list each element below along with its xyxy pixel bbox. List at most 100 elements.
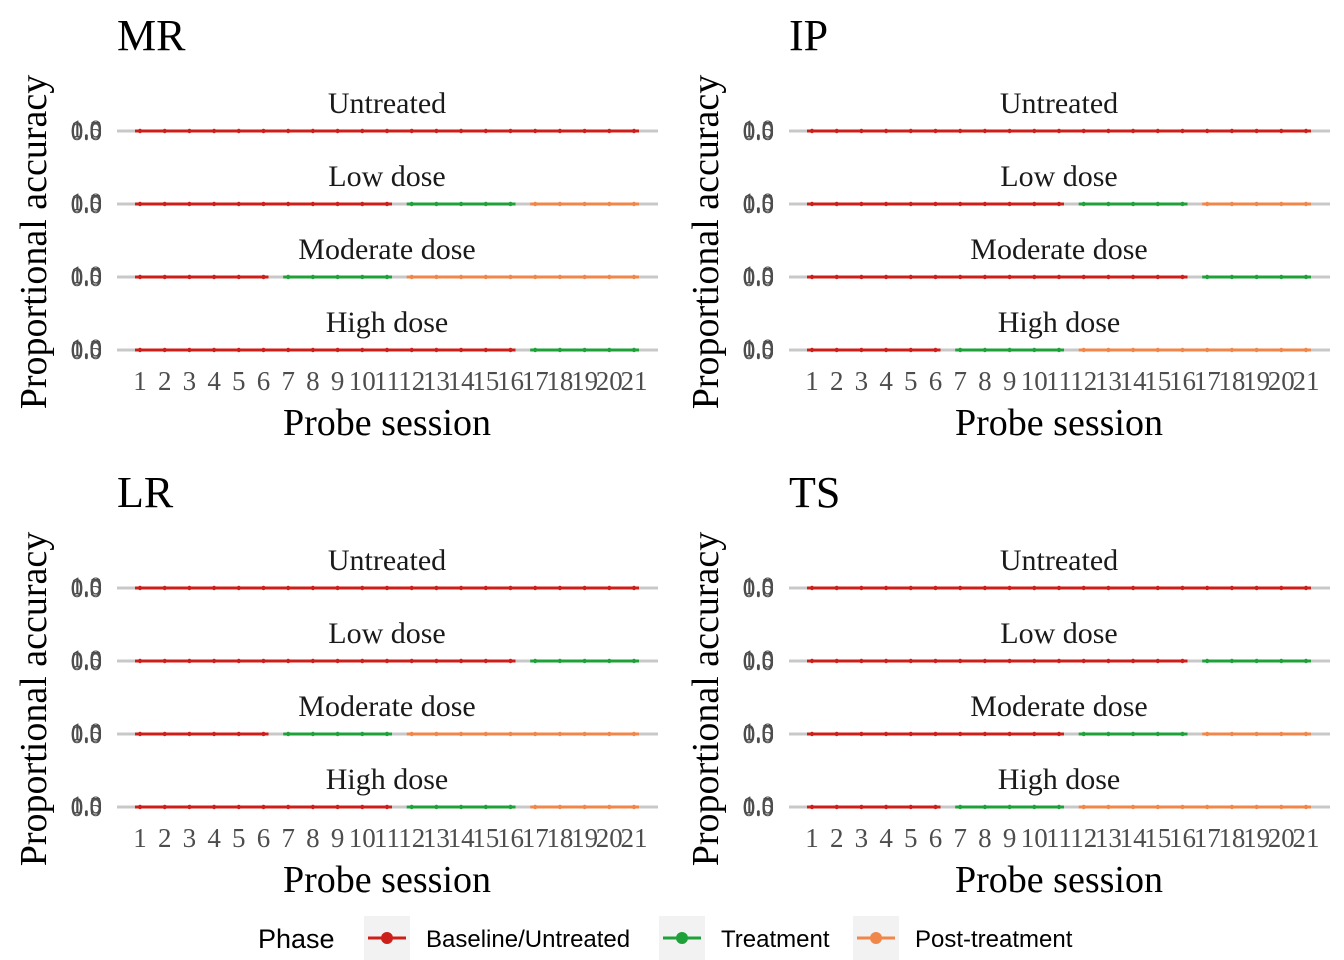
data-point (958, 731, 963, 737)
data-point (409, 274, 414, 280)
data-point (310, 585, 316, 591)
data-point (1180, 128, 1185, 134)
data-point (1106, 128, 1111, 134)
y-tick-label: 1.0 (71, 189, 102, 216)
x-tick-label: 7 (953, 366, 967, 396)
data-point (883, 201, 889, 207)
legend-key-marker (676, 932, 688, 944)
y-tick-label: 1.0 (743, 189, 774, 216)
data-point (631, 731, 637, 737)
data-point (137, 347, 143, 353)
data-point (1155, 658, 1160, 664)
data-point (1303, 804, 1309, 810)
data-point (137, 731, 143, 737)
y-axis-label: Proportional accuracy (685, 532, 727, 866)
data-point (809, 658, 815, 664)
data-point (508, 347, 513, 353)
x-tick-label: 18 (546, 823, 573, 853)
data-point (137, 274, 143, 280)
y-tick-label: 1.0 (71, 646, 102, 673)
data-point (236, 804, 241, 810)
x-tick-label: 19 (571, 823, 598, 853)
data-point (236, 128, 241, 134)
data-point (933, 804, 938, 810)
data-point (434, 585, 439, 591)
data-point (1205, 804, 1210, 810)
y-tick-label: 0.0 (71, 649, 102, 676)
data-point (809, 804, 815, 810)
data-point (162, 274, 167, 280)
x-tick-label: 10 (1021, 366, 1048, 396)
data-point (1229, 274, 1235, 280)
facet-label-moderate-dose: Moderate dose (298, 690, 475, 723)
x-tick-label: 13 (423, 823, 450, 853)
data-point (458, 347, 464, 353)
facet-label-low-dose: Low dose (328, 160, 445, 193)
data-point (261, 804, 266, 810)
data-point (933, 658, 938, 664)
data-point (286, 274, 291, 280)
panel-title-ts: TS (789, 468, 840, 517)
data-point (483, 804, 488, 810)
data-point (1279, 585, 1284, 591)
y-tick-label: 1.0 (743, 719, 774, 746)
data-point (1279, 731, 1284, 737)
x-tick-label: 3 (183, 823, 197, 853)
data-point (310, 731, 316, 737)
y-tick-label: 1.0 (71, 792, 102, 819)
x-tick-label: 8 (306, 823, 320, 853)
y-tick-label: 0.5 (743, 264, 774, 291)
y-tick-label: 0.0 (743, 722, 774, 749)
data-point (335, 804, 340, 810)
data-point (809, 201, 815, 207)
x-tick-label: 21 (621, 823, 648, 853)
data-point (582, 585, 587, 591)
data-point (582, 128, 587, 134)
x-tick-label: 13 (1095, 823, 1122, 853)
data-point (1106, 585, 1111, 591)
data-point (809, 585, 815, 591)
data-point (1155, 347, 1160, 353)
data-point (236, 201, 241, 207)
data-point (908, 128, 913, 134)
legend-label-post-treatment: Post-treatment (915, 926, 1073, 953)
y-tick-label: 1.0 (71, 262, 102, 289)
data-point (1205, 658, 1210, 664)
data-point (360, 658, 365, 664)
facet-label-high-dose: High dose (998, 763, 1121, 796)
data-point (933, 274, 938, 280)
x-tick-label: 5 (232, 366, 246, 396)
data-point (533, 731, 538, 737)
data-point (908, 274, 913, 280)
data-point (809, 731, 815, 737)
data-point (982, 347, 988, 353)
data-point (883, 731, 889, 737)
data-point (261, 274, 266, 280)
x-tick-label: 9 (1003, 366, 1017, 396)
data-point (1081, 347, 1086, 353)
data-point (1155, 128, 1160, 134)
x-tick-label: 17 (1194, 823, 1221, 853)
x-tick-label: 4 (207, 366, 221, 396)
data-point (607, 804, 612, 810)
data-point (187, 274, 192, 280)
facet-label-untreated: Untreated (1000, 544, 1118, 577)
data-point (1007, 658, 1012, 664)
data-point (384, 274, 390, 280)
data-point (1032, 804, 1037, 810)
data-point (1229, 201, 1235, 207)
y-tick-label: 1.0 (71, 116, 102, 143)
y-tick-label: 0.5 (71, 118, 102, 145)
x-axis-label: Probe session (955, 402, 1163, 444)
data-point (1254, 658, 1259, 664)
y-tick-label: 0.0 (71, 119, 102, 146)
y-tick-label: 0.5 (743, 721, 774, 748)
x-tick-label: 14 (448, 366, 476, 396)
data-point (958, 347, 963, 353)
data-point (458, 128, 464, 134)
y-tick-label: 1.0 (743, 335, 774, 362)
y-tick-label: 0.0 (71, 795, 102, 822)
x-tick-label: 17 (1194, 366, 1221, 396)
data-point (631, 804, 637, 810)
